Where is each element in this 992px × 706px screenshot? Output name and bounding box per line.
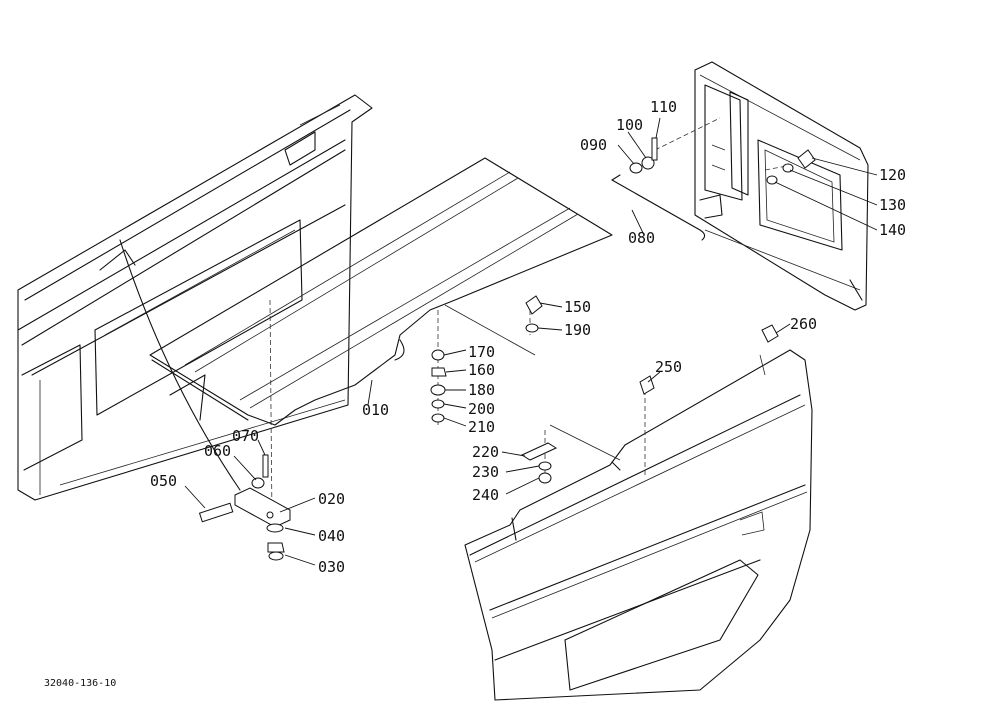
right-side-panel	[464, 349, 813, 701]
label-260: 260	[790, 315, 817, 333]
drawing-reference: 32040-136-10	[44, 678, 116, 689]
part-labels: 010 020 030 040 050 060 070 080 090 100 …	[44, 98, 906, 689]
label-110: 110	[650, 98, 677, 116]
label-230: 230	[472, 463, 499, 481]
label-010: 010	[362, 401, 389, 419]
latch-hardware-right	[520, 324, 779, 484]
hinge-hardware-left	[198, 454, 291, 561]
label-100: 100	[616, 116, 643, 134]
label-120: 120	[879, 166, 906, 184]
center-hardware-stack	[430, 295, 543, 423]
label-150: 150	[564, 298, 591, 316]
label-050: 050	[150, 472, 177, 490]
label-220: 220	[472, 443, 499, 461]
rear-gate	[694, 61, 869, 311]
label-090: 090	[580, 136, 607, 154]
gate-hardware	[611, 137, 816, 241]
label-210: 210	[468, 418, 495, 436]
label-180: 180	[468, 381, 495, 399]
label-040: 040	[318, 527, 345, 545]
label-170: 170	[468, 343, 495, 361]
leader-lines	[184, 117, 878, 566]
label-240: 240	[472, 486, 499, 504]
label-070: 070	[232, 427, 259, 445]
label-200: 200	[468, 400, 495, 418]
left-side-panel	[17, 94, 373, 501]
label-140: 140	[879, 221, 906, 239]
label-030: 030	[318, 558, 345, 576]
label-080: 080	[628, 229, 655, 247]
label-250: 250	[655, 358, 682, 376]
floor-panel	[149, 157, 613, 426]
label-160: 160	[468, 361, 495, 379]
label-060: 060	[204, 442, 231, 460]
label-130: 130	[879, 196, 906, 214]
label-020: 020	[318, 490, 345, 508]
label-190: 190	[564, 321, 591, 339]
